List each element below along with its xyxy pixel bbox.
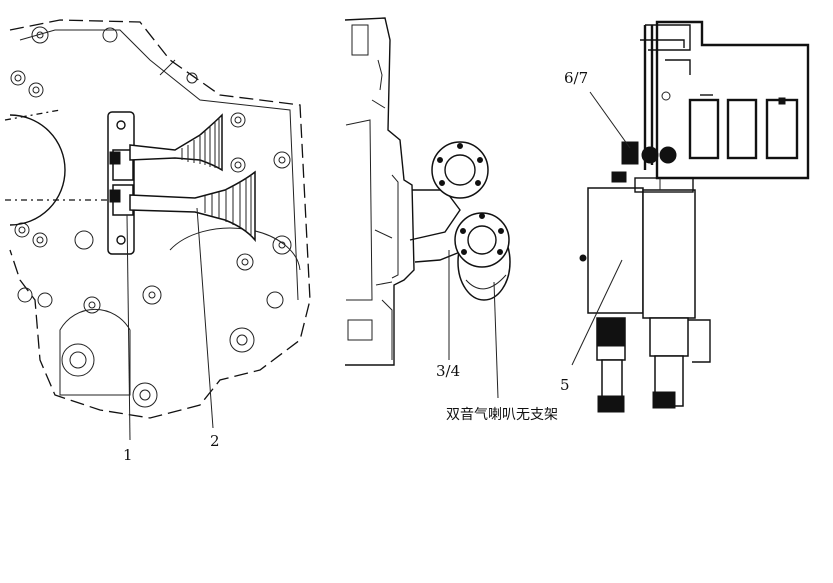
callout-part-3-4: 3/4: [436, 362, 460, 380]
horn-disc-lower: [454, 212, 511, 301]
panel-right-solenoid-valve: 6/7 5: [560, 20, 810, 413]
horn-upper: [129, 113, 223, 172]
horn-disc-upper: [431, 141, 489, 199]
panel-middle-side-view: 3/4 双音气喇叭无支架: [344, 17, 558, 423]
callout-part-6-7: 6/7: [564, 69, 588, 87]
horn-lower: [129, 170, 256, 243]
callout-part-1: 1: [123, 446, 133, 464]
caption-twin-horn-no-bracket: 双音气喇叭无支架: [446, 406, 558, 423]
callout-part-2: 2: [210, 432, 220, 450]
callout-part-5: 5: [560, 376, 570, 394]
panel-left-engine-horns: 1 2: [4, 19, 311, 464]
